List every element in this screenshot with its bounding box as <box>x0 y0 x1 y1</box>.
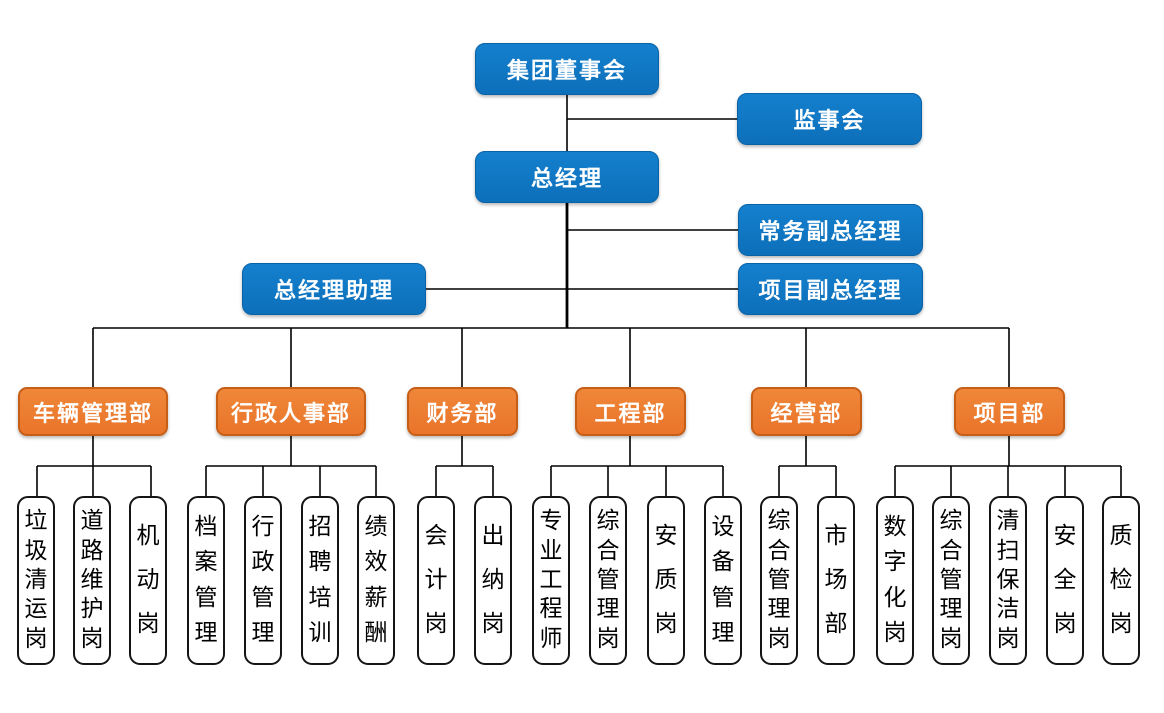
post-general-management-ops: 综合管理岗 <box>760 496 798 665</box>
post-sweeping-cleaning: 清扫保洁岗 <box>989 496 1027 665</box>
dept-operations: 经营部 <box>751 387 862 436</box>
post-road-maintenance: 道路维护岗 <box>73 496 111 665</box>
node-group-board: 集团董事会 <box>475 43 659 95</box>
dept-engineering: 工程部 <box>575 387 686 436</box>
post-admin-management: 行政管理 <box>244 496 282 665</box>
post-safety: 安全岗 <box>1046 496 1084 665</box>
dept-vehicle-management: 车辆管理部 <box>18 387 168 436</box>
node-supervisory-board: 监事会 <box>737 93 922 145</box>
post-cashier: 出纳岗 <box>474 496 512 665</box>
node-gm-assistant: 总经理助理 <box>242 263 426 315</box>
post-quality-inspection: 质检岗 <box>1102 496 1140 665</box>
post-equipment-management: 设备管理 <box>704 496 742 665</box>
post-general-management-eng: 综合管理岗 <box>589 496 627 665</box>
node-executive-deputy-gm: 常务副总经理 <box>738 204 923 256</box>
node-general-manager: 总经理 <box>475 151 659 203</box>
post-mobile-duty: 机动岗 <box>129 496 167 665</box>
post-accounting: 会计岗 <box>417 496 455 665</box>
post-archives-management: 档案管理 <box>187 496 225 665</box>
post-garbage-collection: 垃圾清运岗 <box>17 496 55 665</box>
post-safety-quality: 安质岗 <box>647 496 685 665</box>
post-professional-engineer: 专业工程师 <box>532 496 570 665</box>
dept-finance: 财务部 <box>407 387 518 436</box>
dept-admin-hr: 行政人事部 <box>216 387 366 436</box>
post-general-management-proj: 综合管理岗 <box>932 496 970 665</box>
post-recruit-training: 招聘培训 <box>301 496 339 665</box>
dept-project: 项目部 <box>954 387 1065 436</box>
post-market: 市场部 <box>817 496 855 665</box>
node-project-deputy-gm: 项目副总经理 <box>738 263 923 315</box>
post-performance-pay: 绩效薪酬 <box>357 496 395 665</box>
post-digitalization: 数字化岗 <box>876 496 914 665</box>
